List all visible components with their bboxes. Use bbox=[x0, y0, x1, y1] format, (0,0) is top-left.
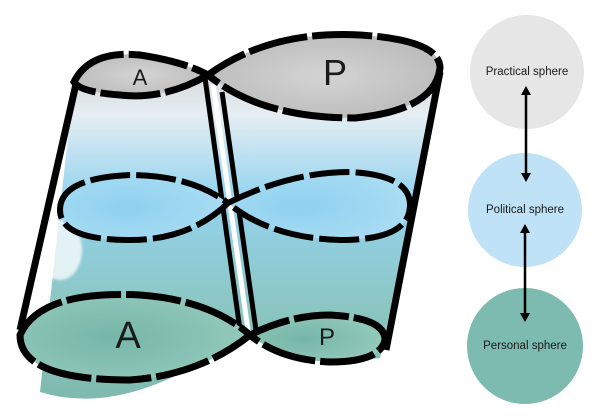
sphere-personal-circle bbox=[467, 288, 583, 404]
highlight bbox=[38, 220, 82, 280]
sphere-political-circle bbox=[468, 153, 582, 267]
double-arrow-practical-political bbox=[521, 86, 531, 182]
double-arrow-political-personal bbox=[520, 224, 530, 322]
sphere-personal: Personal sphere bbox=[467, 288, 583, 404]
label-bottom-p: P bbox=[319, 324, 335, 351]
sphere-political: Political sphere bbox=[468, 153, 582, 267]
middle-figure-eight bbox=[56, 168, 414, 244]
label-top-p: P bbox=[323, 52, 347, 93]
sphere-political-label: Political sphere bbox=[486, 204, 564, 216]
sphere-practical-circle bbox=[470, 15, 584, 129]
left-wall bbox=[16, 83, 80, 331]
middle-seam-gap bbox=[210, 83, 251, 331]
label-top-a: A bbox=[133, 65, 148, 90]
label-bottom-a: A bbox=[115, 315, 141, 357]
bottom-figure-eight bbox=[16, 291, 389, 384]
sphere-practical: Practical sphere bbox=[470, 15, 584, 129]
top-figure-eight bbox=[70, 31, 444, 122]
sphere-practical-label: Practical sphere bbox=[486, 66, 568, 78]
right-wall bbox=[382, 71, 444, 351]
sphere-personal-label: Personal sphere bbox=[483, 340, 567, 352]
